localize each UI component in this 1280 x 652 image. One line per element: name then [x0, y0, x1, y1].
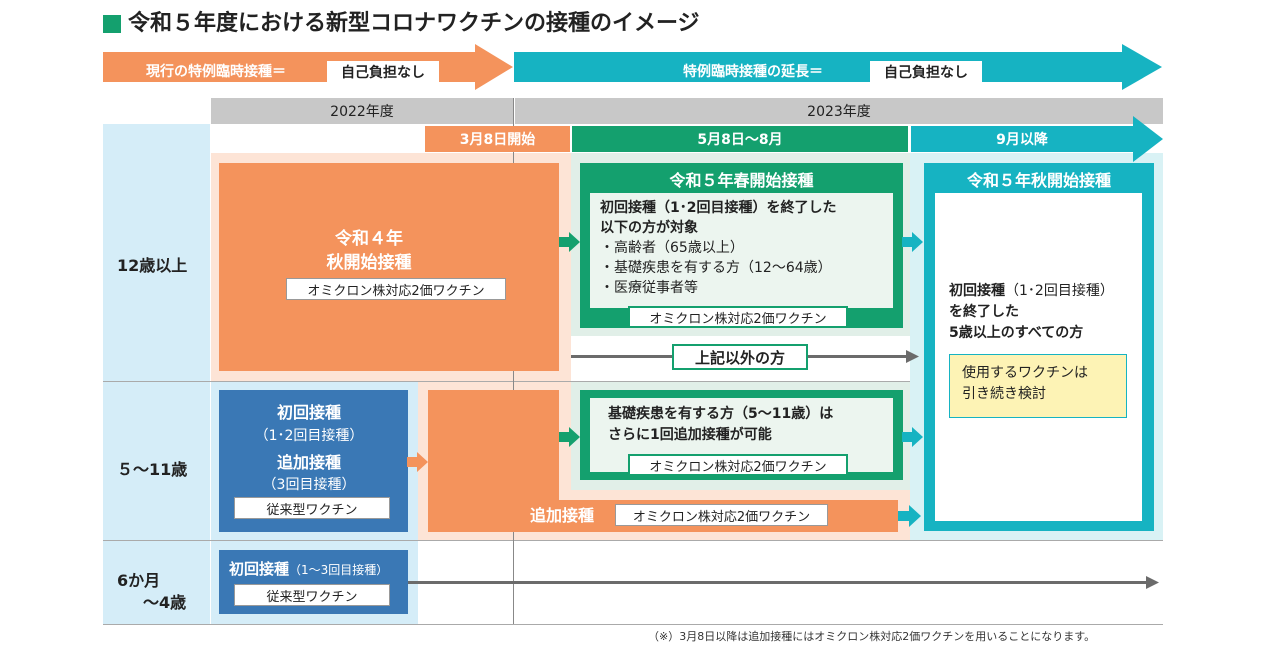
- period-may-aug: 5月8日〜8月: [572, 126, 908, 152]
- child-initial-title: 初回接種: [276, 403, 341, 422]
- extension-banner-shape: [514, 44, 1162, 90]
- autumn-2023-line-3: 5歳以上のすべての方: [949, 325, 1084, 341]
- row-label-4y: 〜4歳: [143, 593, 187, 612]
- extension-banner-label: 特例臨時接種の延長＝: [683, 64, 823, 80]
- year-2022-header: 2022年度: [211, 98, 513, 124]
- spring-2023-vaccine-label: オミクロン株対応2価ワクチン: [628, 306, 848, 328]
- spring-2023-item: ・基礎疾患を有する方（12〜64歳）: [600, 260, 832, 276]
- spring-2023-heading-2: 以下の方が対象: [600, 220, 698, 236]
- infant-title-line: 初回接種（1〜3回目接種）: [229, 559, 388, 580]
- row-divider: [103, 381, 1163, 382]
- current-banner-badge: 自己負担なし: [327, 61, 439, 83]
- others-line-head: [906, 350, 919, 363]
- infant-continue-head: [1146, 576, 1159, 589]
- row-divider: [103, 540, 1163, 541]
- row-label-column: [103, 124, 210, 624]
- autumn-2023-line-1a: 初回接種: [949, 283, 1005, 299]
- child-extra-vaccine-label: オミクロン株対応2価ワクチン: [628, 454, 848, 476]
- autumn-2022-title-1: 令和４年: [335, 228, 403, 249]
- autumn-2023-line-2: を終了した: [949, 304, 1019, 320]
- child-extra-line-2: さらに1回追加接種が可能: [608, 427, 772, 443]
- infant-sub: （1〜3回目接種）: [289, 563, 389, 577]
- row-label-6m: 6か月: [117, 571, 161, 590]
- arrow-to-child-extra: [559, 427, 580, 447]
- autumn-2023-line-1b: （1･2回目接種）: [1005, 283, 1114, 299]
- infant-continue-line: [408, 581, 1148, 584]
- spring-2023-title: 令和５年春開始接種: [669, 171, 814, 190]
- child-booster-sub: （3回目接種）: [262, 477, 356, 493]
- child-booster-label: 追加接種: [530, 506, 595, 525]
- spring-2023-item: ・医療従事者等: [600, 280, 698, 296]
- infant-title: 初回接種: [229, 560, 290, 578]
- child-initial-sub: （1･2回目接種）: [254, 428, 364, 444]
- autumn-2023-note-2: 引き続き検討: [962, 386, 1046, 402]
- period-sep-shape: [911, 116, 1163, 162]
- row-label-12-plus: 12歳以上: [117, 256, 188, 275]
- child-booster-title: 追加接種: [276, 453, 341, 472]
- arrow-to-spring: [559, 232, 580, 252]
- spring-2023-inner: 初回接種（1･2回目接種）を終了した 以下の方が対象 ・高齢者（65歳以上） ・…: [590, 193, 893, 308]
- period-sep: 9月以降: [996, 132, 1048, 148]
- arrow-spring-to-autumn: [902, 232, 923, 252]
- autumn-2023-text: 初回接種（1･2回目接種） を終了した 5歳以上のすべての方: [949, 281, 1139, 344]
- arrow-booster-to-autumn: [898, 505, 921, 527]
- spring-2023-item: ・高齢者（65歳以上）: [600, 240, 744, 256]
- others-label: 上記以外の方: [672, 344, 808, 370]
- title-marker: [103, 15, 121, 33]
- spring-2023-heading-1: 初回接種（1･2回目接種）を終了した: [600, 200, 837, 216]
- period-mar8: 3月8日開始: [425, 126, 570, 152]
- autumn-2023-note: 使用するワクチンは 引き続き検討: [949, 354, 1127, 418]
- autumn-2023-title: 令和５年秋開始接種: [966, 171, 1111, 190]
- child-booster-vaccine-label: オミクロン株対応2価ワクチン: [615, 504, 828, 526]
- table-bottom-line: [103, 624, 1163, 625]
- autumn-2023-note-1: 使用するワクチンは: [962, 365, 1088, 381]
- arrow-child-extra-to-autumn: [902, 427, 923, 447]
- autumn-2022-box: [219, 163, 559, 371]
- current-banner-label: 現行の特例臨時接種＝: [146, 64, 286, 80]
- footnote: （※）3月8日以降は追加接種にはオミクロン株対応2価ワクチンを用いることになりま…: [648, 630, 1096, 643]
- row-label-5-11: ５〜11歳: [117, 460, 188, 479]
- extension-banner-badge: 自己負担なし: [870, 61, 982, 83]
- page-title: 令和５年度における新型コロナワクチンの接種のイメージ: [128, 11, 700, 36]
- child-extra-line-1: 基礎疾患を有する方（5〜11歳）は: [608, 406, 834, 422]
- autumn-2022-title-2: 秋開始接種: [326, 252, 412, 273]
- infant-vaccine-label: 従来型ワクチン: [234, 584, 390, 606]
- child-initial-vaccine-label: 従来型ワクチン: [234, 497, 390, 519]
- autumn-2022-vaccine-label: オミクロン株対応2価ワクチン: [286, 278, 506, 300]
- year-2023-header: 2023年度: [515, 98, 1163, 124]
- arrow-child-to-booster: [407, 452, 428, 472]
